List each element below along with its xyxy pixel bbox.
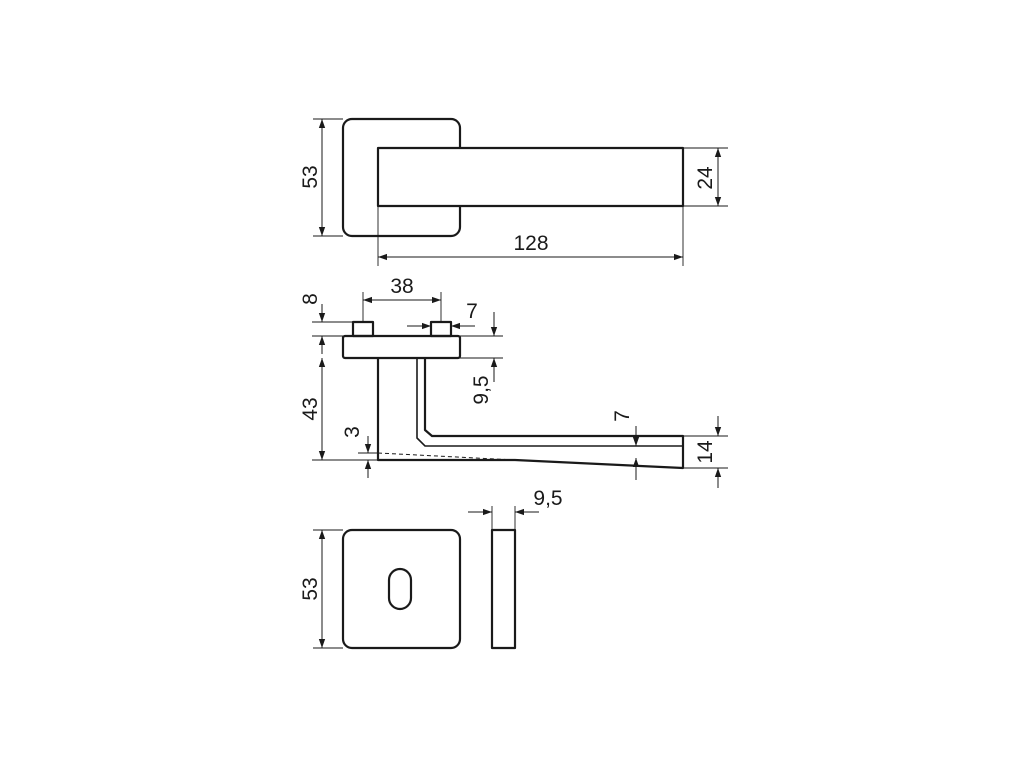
- dim-label-escutcheon-thickness: 9,5: [533, 487, 562, 510]
- lever-body: [376, 358, 685, 470]
- dim-label-lever-tip-offset: 7: [611, 410, 634, 422]
- dim-lever-drop: 3: [341, 426, 378, 478]
- dim-lever-length: 128: [377, 206, 684, 266]
- lever-front-view: [341, 117, 685, 238]
- dim-label-lever-height: 24: [694, 166, 717, 190]
- dim-rose-height: 43: [299, 358, 378, 461]
- keyhole-slot: [387, 567, 413, 611]
- dim-label-rose-offset: 9,5: [470, 375, 493, 404]
- dim-label-lever-length: 128: [513, 232, 548, 255]
- dim-label-pin-spacing: 38: [390, 275, 413, 298]
- escutcheon-front-view: [341, 528, 462, 650]
- dim-escutcheon-height: 53: [299, 529, 343, 649]
- dim-label-lever-tip-height: 14: [694, 440, 717, 464]
- lever-inner-line: [416, 358, 683, 447]
- dim-escutcheon-thickness: 9,5: [468, 487, 563, 530]
- dim-top-rose-height: 53: [299, 118, 343, 237]
- rose-plate: [341, 334, 462, 360]
- escutcheon-square: [341, 528, 462, 650]
- escutcheon-profile: [490, 528, 517, 650]
- dim-lever-height: 24: [683, 147, 728, 207]
- dim-lever-tip-offset: 7: [611, 410, 640, 480]
- dim-label-lever-drop: 3: [341, 426, 364, 438]
- hidden-line: [377, 452, 516, 461]
- dim-pin-width: 7: [407, 300, 478, 330]
- dim-lever-tip-height: 14: [683, 416, 728, 488]
- pin-right: [429, 320, 453, 338]
- dim-label-pin-height: 8: [299, 293, 322, 305]
- dim-label-top-rose-height: 53: [299, 165, 322, 188]
- dim-label-escutcheon-height: 53: [299, 577, 322, 600]
- lever-side-view: [341, 320, 685, 470]
- dim-label-pin-width: 7: [466, 300, 478, 323]
- lever-bar: [376, 146, 685, 208]
- dim-rose-offset: 9,5: [460, 312, 503, 405]
- dim-pin-height: 8: [299, 293, 353, 354]
- dim-pin-spacing: 38: [362, 275, 442, 322]
- dim-label-rose-height: 43: [299, 397, 322, 420]
- escutcheon-side-view: [490, 528, 517, 650]
- pin-left: [351, 320, 375, 338]
